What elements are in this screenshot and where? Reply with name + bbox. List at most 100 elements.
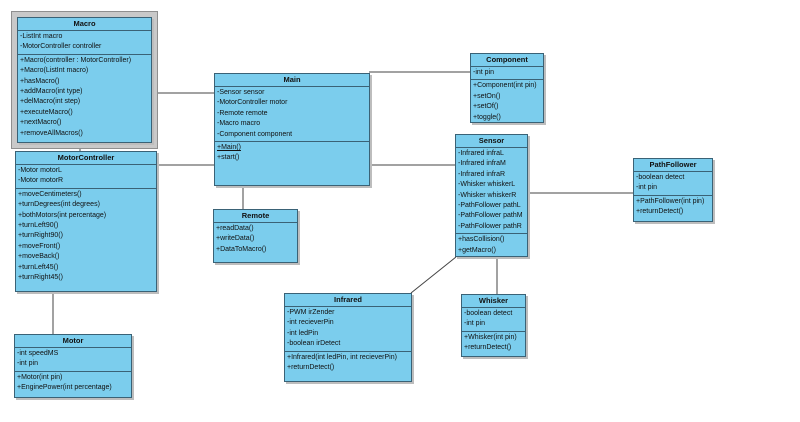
method: +writeData() (216, 235, 255, 243)
class-remote[interactable]: Remote +readData() +writeData() +DataToM… (213, 209, 298, 263)
method: +turnRight90() (18, 232, 63, 240)
class-methods: +Whisker(int pin) +returnDetect() (462, 330, 525, 356)
attribute: -Remote remote (217, 109, 268, 117)
method: +Macro(ListInt macro) (20, 67, 89, 75)
class-pathfollower[interactable]: PathFollower -boolean detect -int pin +P… (633, 158, 713, 222)
attribute: -int ledPin (287, 329, 319, 337)
class-attributes: -PWM irZender -int recieverPin -int ledP… (285, 307, 411, 351)
method: +Motor(int pin) (17, 373, 63, 381)
method: +Infrared(int ledPin, int recieverPin) (287, 353, 397, 361)
attribute: -MotorController motor (217, 99, 288, 107)
class-title: Whisker (462, 295, 525, 308)
attribute: -boolean detect (636, 174, 685, 181)
attribute: -PathFollower pathM (458, 212, 523, 220)
class-title: Sensor (456, 135, 527, 148)
connector-sensor-infrared[interactable] (410, 256, 457, 294)
method: +Whisker(int pin) (464, 333, 517, 341)
method: +returnDetect() (464, 344, 512, 352)
class-attributes: -ListInt macro -MotorController controll… (18, 31, 151, 54)
attribute: -Whisker whiskerL (458, 181, 516, 189)
attribute: -Component component (217, 130, 293, 138)
class-attributes: -int pin (471, 67, 543, 79)
class-motor[interactable]: Motor -int speedMS -int pin +Motor(int p… (14, 334, 132, 398)
attribute: -boolean detect (464, 310, 513, 317)
method: +readData() (216, 225, 254, 232)
method: +executeMacro() (20, 108, 73, 116)
class-component[interactable]: Component -int pin +Component(int pin) +… (470, 53, 544, 123)
attribute: -int pin (636, 184, 658, 192)
class-title: Main (215, 74, 369, 87)
method: +nextMacro() (20, 119, 62, 127)
method: +Macro(controller : MotorController) (20, 56, 132, 64)
class-attributes: -Motor motorL -Motor motorR (16, 165, 156, 188)
attribute: -PathFollower pathL (458, 202, 521, 210)
attribute: -Macro macro (217, 120, 261, 128)
class-infrared[interactable]: Infrared -PWM irZender -int recieverPin … (284, 293, 412, 382)
class-motorcontroller[interactable]: MotorController -Motor motorL -Motor mot… (15, 151, 157, 292)
method: +removeAllMacros() (20, 129, 83, 137)
method: +moveCentimeters() (18, 190, 82, 198)
method: +delMacro(int step) (20, 98, 81, 106)
class-title: Motor (15, 335, 131, 348)
method-static-main: +Main() (217, 144, 241, 152)
method: +Component(int pin) (473, 82, 537, 90)
attribute: -int pin (473, 69, 495, 76)
class-title: Remote (214, 210, 297, 223)
method: +moveFront() (18, 242, 61, 250)
class-attributes: -int speedMS -int pin (15, 348, 131, 371)
class-macro[interactable]: Macro -ListInt macro -MotorController co… (17, 17, 152, 143)
class-attributes: -boolean detect -int pin (634, 172, 712, 195)
method: +hasMacro() (20, 77, 60, 85)
method: +setOn() (473, 92, 501, 100)
method: +returnDetect() (636, 208, 684, 216)
class-attributes: -boolean detect -int pin (462, 308, 525, 331)
class-methods: +Main() +start() (215, 141, 369, 185)
method: +turnLeft45() (18, 263, 59, 271)
attribute: -PWM irZender (287, 309, 335, 316)
class-main[interactable]: Main -Sensor sensor -MotorController mot… (214, 73, 370, 186)
attribute: -PathFollower pathR (458, 222, 522, 230)
class-sensor[interactable]: Sensor -Infrared infraL -Infrared infraM… (455, 134, 528, 257)
attribute: -int pin (17, 360, 39, 368)
attribute: -Motor motorR (18, 177, 64, 185)
method: +getMacro() (458, 246, 496, 254)
attribute: -Whisker whiskerR (458, 191, 517, 199)
method: +toggle() (473, 113, 501, 121)
class-title: Component (471, 54, 543, 67)
attribute: -Sensor sensor (217, 89, 265, 96)
method: +addMacro(int type) (20, 88, 83, 96)
attribute: -Motor motorL (18, 167, 62, 174)
class-methods: +moveCentimeters() +turnDegrees(int degr… (16, 187, 156, 291)
method: +DataToMacro() (216, 245, 267, 253)
attribute: -ListInt macro (20, 33, 63, 40)
method: +turnLeft90() (18, 222, 59, 230)
attribute: -int speedMS (17, 350, 59, 357)
class-attributes: -Infrared infraL -Infrared infraM -Infra… (456, 148, 527, 233)
class-methods: +PathFollower(int pin) +returnDetect() (634, 194, 712, 221)
method: +EnginePower(int percentage) (17, 384, 112, 392)
method: +turnDegrees(int degrees) (18, 201, 100, 209)
attribute: -int recieverPin (287, 319, 334, 327)
method: +start() (217, 154, 240, 162)
class-title: Infrared (285, 294, 411, 307)
method: +PathFollower(int pin) (636, 197, 705, 205)
class-methods: +Component(int pin) +setOn() +setOf() +t… (471, 79, 543, 124)
class-attributes: -Sensor sensor -MotorController motor -R… (215, 87, 369, 141)
class-methods: +hasCollision() +getMacro() (456, 233, 527, 257)
class-methods: +Motor(int pin) +EnginePower(int percent… (15, 370, 131, 397)
method: +turnRight45() (18, 274, 63, 282)
class-whisker[interactable]: Whisker -boolean detect -int pin +Whiske… (461, 294, 526, 357)
method: +setOf() (473, 103, 499, 111)
attribute: -boolean irDetect (287, 340, 341, 348)
attribute: -Infrared infraL (458, 150, 504, 157)
method: +hasCollision() (458, 236, 505, 244)
method: +returnDetect() (287, 364, 335, 372)
attribute: -Infrared infraM (458, 160, 506, 168)
class-title: MotorController (16, 152, 156, 165)
attribute: -int pin (464, 320, 486, 328)
class-title: Macro (18, 18, 151, 31)
class-methods: +readData() +writeData() +DataToMacro() (214, 223, 297, 262)
class-methods: +Infrared(int ledPin, int recieverPin) +… (285, 350, 411, 381)
